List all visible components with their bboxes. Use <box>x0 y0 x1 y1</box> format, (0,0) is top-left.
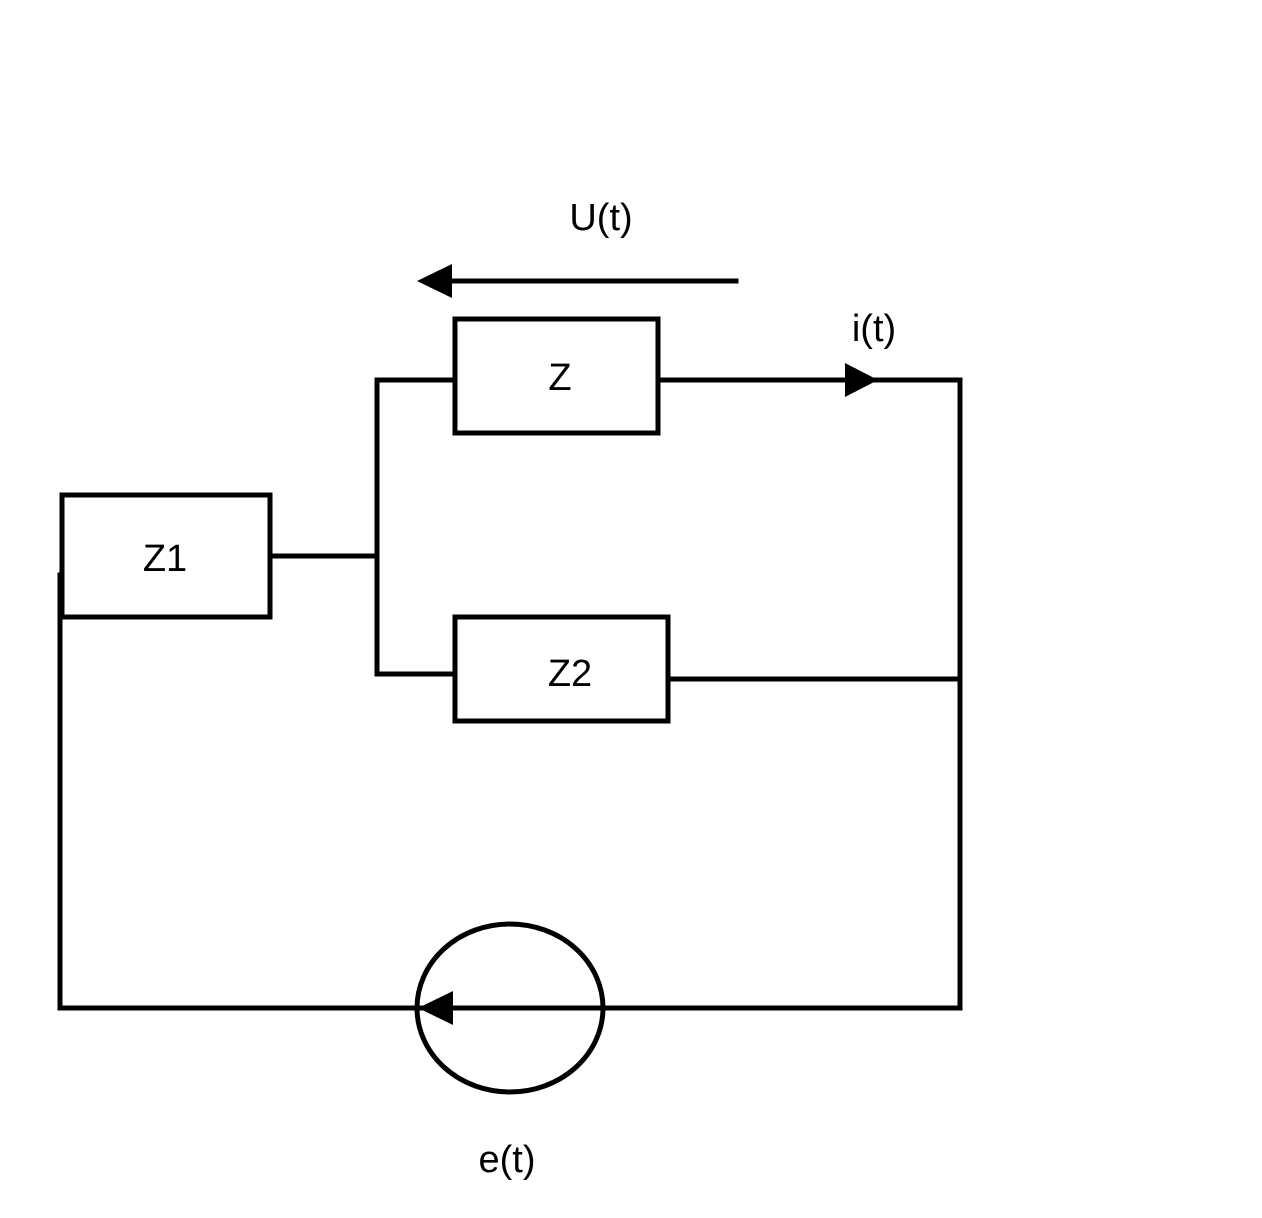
voltage-arrowhead-icon <box>417 264 452 298</box>
voltage-label: U(t) <box>569 197 632 239</box>
source-label: e(t) <box>479 1139 536 1181</box>
z2-label: Z2 <box>548 653 592 695</box>
wires <box>57 377 963 1011</box>
current-label: i(t) <box>852 308 896 350</box>
voltage-source <box>414 921 606 1095</box>
current-arrowhead-icon <box>845 363 878 397</box>
component-z1: Z1 <box>59 492 273 620</box>
z1-box <box>59 492 273 620</box>
source-arrowhead-icon <box>418 991 453 1025</box>
z-box <box>452 316 661 436</box>
component-z2: Z2 <box>452 614 671 724</box>
source-circle <box>414 921 606 1095</box>
voltage-arrow <box>417 264 739 298</box>
z2-box <box>452 614 671 724</box>
z-label: Z <box>548 357 571 399</box>
z1-label: Z1 <box>143 538 187 580</box>
component-z: Z <box>452 316 661 436</box>
